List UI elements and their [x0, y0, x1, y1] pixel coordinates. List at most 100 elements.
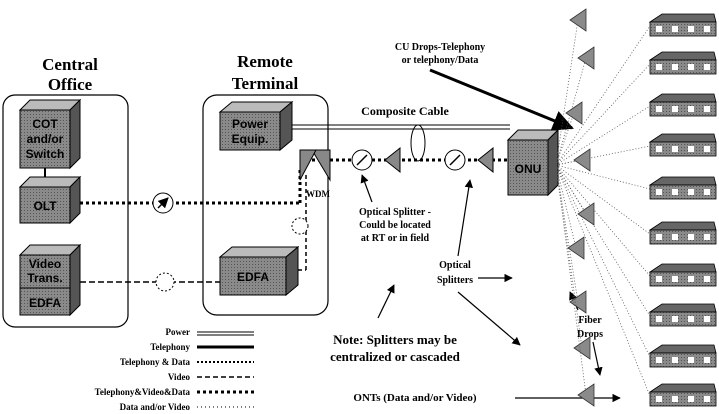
- ont-house-window: [704, 146, 710, 152]
- splitter-triangle: [573, 148, 591, 172]
- remote-terminal-title-1: Remote: [237, 52, 293, 71]
- ont-house-window: [672, 234, 678, 240]
- drop-line: [555, 164, 587, 396]
- ont-house-window: [656, 396, 662, 402]
- ont-house-roof: [648, 51, 717, 61]
- legend: Power Telephony Telephony & Data Video T…: [95, 327, 254, 412]
- ont-house-window: [688, 276, 694, 282]
- ont-house-window: [704, 276, 710, 282]
- ont-house-window: [672, 106, 678, 112]
- ont-house-window: [672, 146, 678, 152]
- splitter-triangle: [573, 336, 591, 360]
- composite-cable-ellipse: [410, 124, 426, 162]
- onu-box: ONU: [506, 128, 560, 197]
- drop-line: [555, 105, 651, 166]
- cot-label-3: Switch: [26, 147, 65, 161]
- olt-box: OLT: [18, 175, 82, 225]
- ont-house-window: [688, 64, 694, 70]
- ont-house-window: [688, 106, 694, 112]
- optical-splitter-label-3: at RT or in field: [361, 233, 430, 244]
- splitter-triangle: [569, 8, 587, 32]
- drop-line: [555, 57, 587, 166]
- ont-house-window: [656, 189, 662, 195]
- splitter-triangle: [567, 236, 585, 260]
- central-office-title-1: Central: [42, 55, 98, 74]
- power-label-1: Power: [232, 117, 268, 131]
- connector-video: [155, 272, 175, 292]
- connector-rt: [291, 217, 309, 235]
- ont-house-window: [688, 396, 694, 402]
- splitter-triangle: [565, 101, 583, 125]
- ont-house-window: [704, 189, 710, 195]
- ont-house-window: [704, 64, 710, 70]
- edfa-rt-label: EDFA: [237, 270, 269, 284]
- legend-label-tvd: Telephony&Video&Data: [95, 387, 191, 397]
- connector-2-mark: [449, 154, 461, 166]
- legend-label-power: Power: [166, 327, 191, 337]
- optical-splitter-label-2: Could be located: [359, 220, 431, 231]
- drop-line: [555, 145, 651, 166]
- ont-house-window: [688, 316, 694, 322]
- ont-house-window: [656, 26, 662, 32]
- legend-label-telephony: Telephony: [150, 342, 190, 352]
- connector-1-mark: [356, 154, 368, 166]
- connector-olt-arrow: [157, 197, 169, 209]
- drop-line: [555, 164, 651, 277]
- ont-house-window: [688, 26, 694, 32]
- fiber-fanout: [555, 8, 717, 407]
- note-arrow: [377, 284, 395, 319]
- drop-line: [555, 164, 579, 303]
- power-equip-box: Power Equip.: [218, 100, 294, 152]
- ont-house-window: [672, 357, 678, 363]
- ont-house: [649, 59, 717, 75]
- ont-house-roof: [648, 13, 717, 23]
- ont-house-window: [688, 357, 694, 363]
- ont-house-window: [688, 146, 694, 152]
- drop-line: [555, 19, 579, 166]
- ont-house-window: [688, 189, 694, 195]
- optical-splitters-label-1: Optical: [439, 260, 471, 271]
- ont-house-window: [672, 26, 678, 32]
- edfa-rt-box: EDFA: [218, 245, 300, 297]
- ont-house: [649, 101, 717, 117]
- ont-house-window: [656, 64, 662, 70]
- video-edfa-box: Video Trans. EDFA: [18, 243, 82, 317]
- ont-house-window: [672, 64, 678, 70]
- legend-label-telephony-data: Telephony & Data: [120, 357, 191, 367]
- onu-label: ONU: [515, 162, 542, 176]
- ont-house: [649, 184, 717, 200]
- central-office-frame: [2, 94, 129, 328]
- cu-drops-label-2: or telephony/Data: [402, 55, 479, 66]
- ont-house-window: [656, 146, 662, 152]
- splitter-triangle: [569, 290, 587, 314]
- drop-line: [555, 164, 651, 397]
- composite-cable-label: Composite Cable: [361, 104, 449, 118]
- splitter-triangle: [577, 202, 595, 226]
- ont-house-window: [704, 396, 710, 402]
- ont-house: [649, 391, 717, 407]
- ont-house-window: [656, 234, 662, 240]
- legend-label-video: Video: [168, 372, 191, 382]
- ont-house-window: [672, 276, 678, 282]
- edfa-co-label: EDFA: [29, 296, 61, 310]
- optical-splitters-arrow-up: [457, 179, 473, 257]
- ont-house-window: [656, 106, 662, 112]
- ont-house-window: [688, 234, 694, 240]
- ont-house-window: [704, 234, 710, 240]
- ont-house-window: [656, 276, 662, 282]
- power-label-2: Equip.: [232, 132, 269, 146]
- ont-house-window: [672, 189, 678, 195]
- ont-house: [649, 141, 717, 157]
- ont-house-window: [704, 26, 710, 32]
- splitter-triangle-2: [477, 146, 494, 174]
- video-label-2: Trans.: [27, 271, 62, 285]
- ont-house-window: [704, 357, 710, 363]
- ont-house-window: [704, 106, 710, 112]
- fiber-drops-label-2: Drops: [577, 329, 603, 340]
- cot-label-1: COT: [32, 117, 58, 131]
- central-office-title-2: Office: [48, 75, 93, 94]
- ont-house-window: [704, 316, 710, 322]
- ont-house-roof: [648, 133, 717, 143]
- splitter-triangle-1: [384, 146, 401, 174]
